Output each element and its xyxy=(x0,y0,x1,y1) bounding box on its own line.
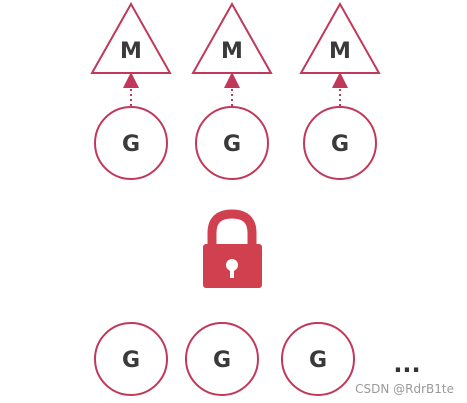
machine-node-3: M xyxy=(299,1,381,74)
goroutine-node-running-3: G xyxy=(303,106,377,180)
machine-node-1: M xyxy=(90,1,172,74)
padlock-icon xyxy=(203,209,262,288)
goroutine-circle xyxy=(185,322,259,396)
goroutine-node-waiting-2: G xyxy=(185,322,259,396)
goroutine-circle xyxy=(94,322,168,396)
padlock-keyhole xyxy=(226,259,238,271)
goroutine-node-running-2: G xyxy=(195,106,269,180)
goroutine-circle xyxy=(94,106,168,180)
watermark-text: CSDN @RdrB1te xyxy=(355,382,454,396)
machine-label: M xyxy=(221,39,243,64)
goroutine-circle xyxy=(195,106,269,180)
goroutine-circle xyxy=(303,106,377,180)
goroutine-label: G xyxy=(122,132,140,157)
goroutine-node-running-1: G xyxy=(94,106,168,180)
goroutine-label: G xyxy=(331,132,349,157)
goroutine-label: G xyxy=(309,348,327,373)
padlock-keyhole-slot xyxy=(230,266,234,278)
goroutine-label: G xyxy=(223,132,241,157)
machine-label: M xyxy=(329,39,351,64)
goroutine-circle xyxy=(281,322,355,396)
padlock-shackle xyxy=(207,209,257,251)
goroutine-label: G xyxy=(122,348,140,373)
goroutine-node-waiting-1: G xyxy=(94,322,168,396)
machine-node-2: M xyxy=(191,1,273,74)
goroutine-label: G xyxy=(213,348,231,373)
goroutine-node-waiting-3: G xyxy=(281,322,355,396)
machine-label: M xyxy=(120,39,142,64)
more-ellipsis: ... xyxy=(393,350,420,378)
